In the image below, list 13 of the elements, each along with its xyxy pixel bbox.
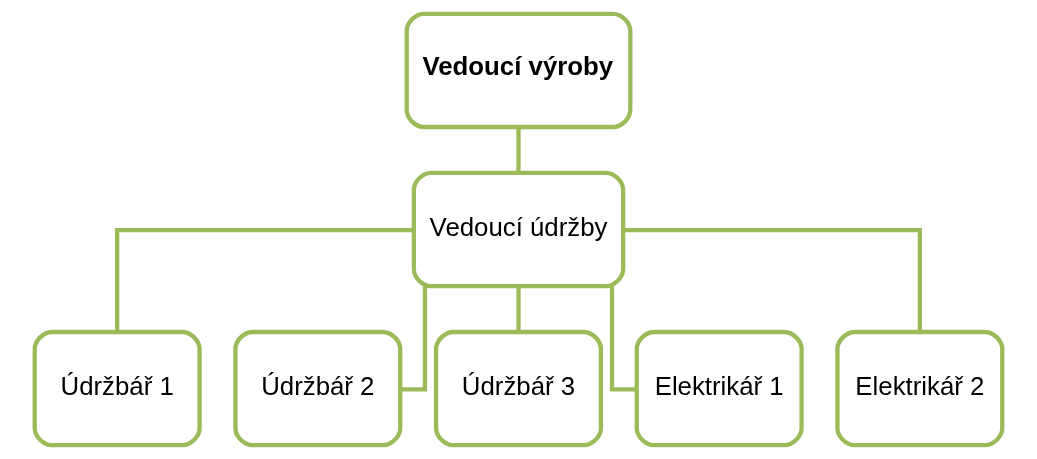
connector <box>623 228 922 332</box>
node-box: Vedoucí údržby <box>411 170 626 289</box>
node-box: Elektrikář 2 <box>835 329 1005 448</box>
node-box: Údržbář 3 <box>433 329 604 448</box>
node-box: Vedoucí výroby <box>404 11 633 130</box>
connector <box>400 286 428 392</box>
node-box: Údržbář 1 <box>32 329 202 448</box>
connector <box>609 286 637 392</box>
connector <box>516 127 521 173</box>
connector <box>516 286 521 332</box>
node-box: Údržbář 2 <box>233 329 403 448</box>
connector <box>115 228 414 332</box>
node-box: Elektrikář 1 <box>634 329 804 448</box>
